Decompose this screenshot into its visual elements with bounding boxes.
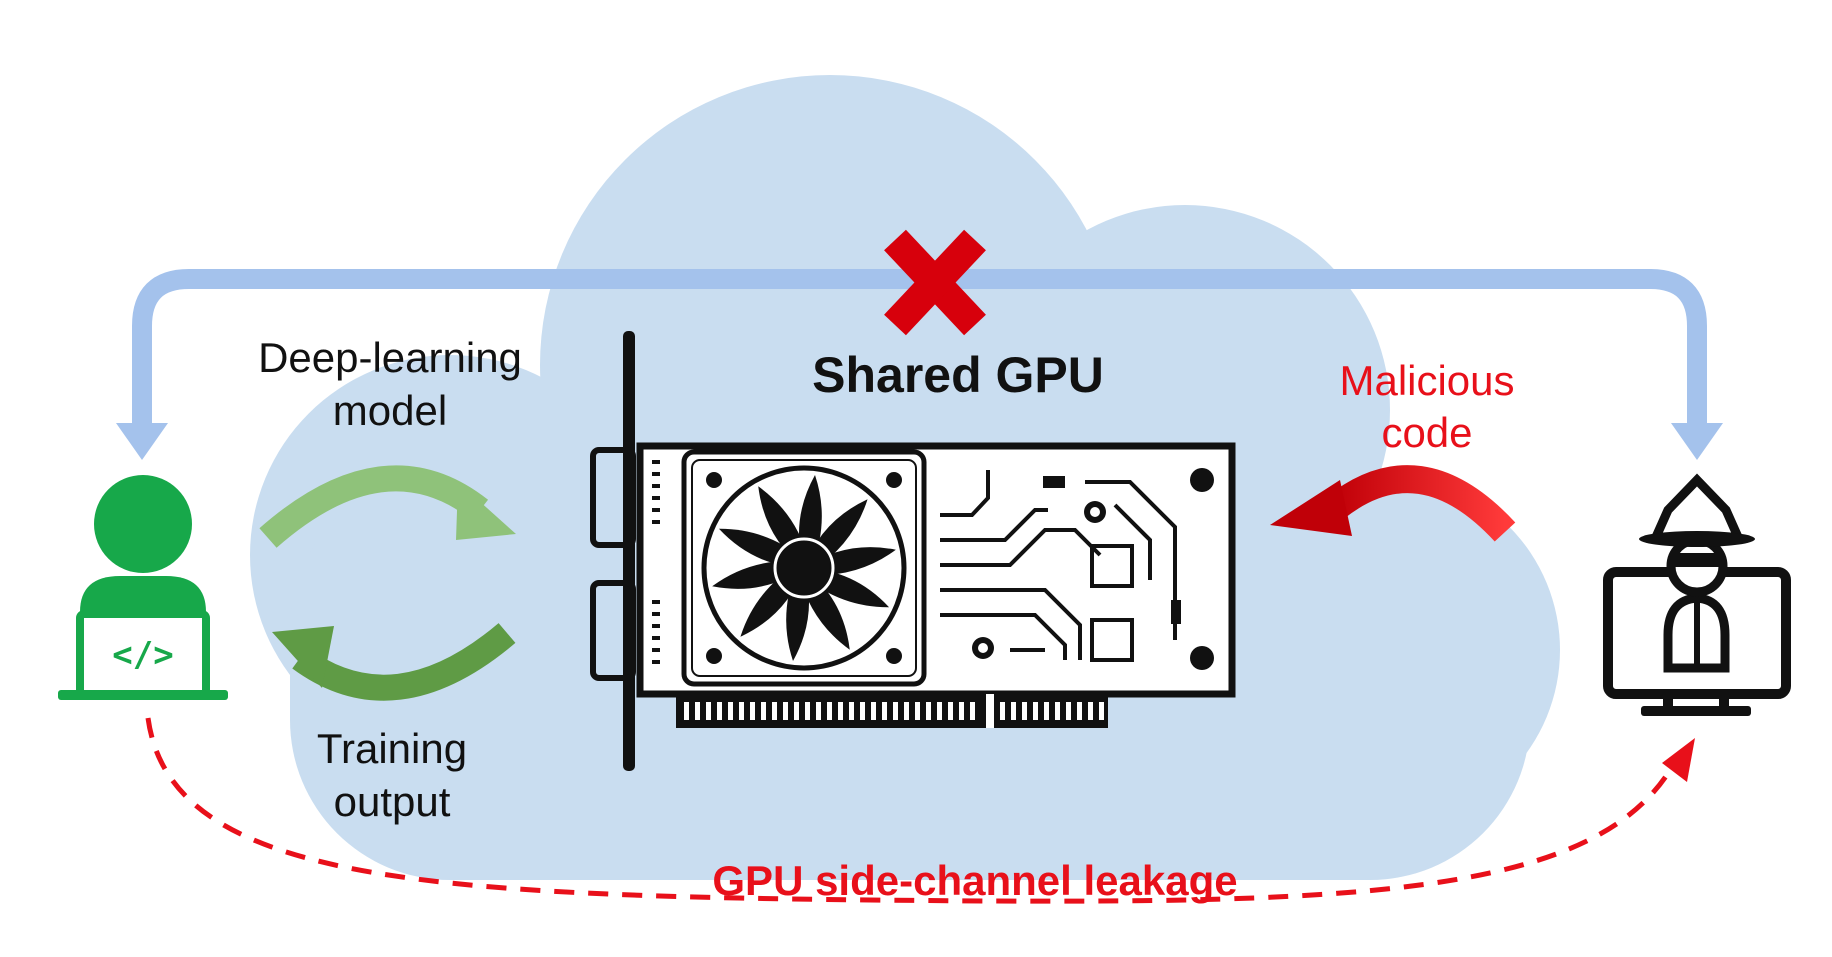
pcie-pin [827, 702, 832, 720]
pcie-pin [794, 702, 799, 720]
pcie-pin [750, 702, 755, 720]
pcie-pin [805, 702, 810, 720]
pcie-pin [849, 702, 854, 720]
deep-learning-label-line1: Deep-learning [258, 334, 522, 381]
pcie-pins [684, 702, 1104, 720]
pcie-pin [1000, 702, 1005, 720]
malicious-code-label-line2: code [1381, 409, 1472, 456]
pcie-pin [1044, 702, 1049, 720]
svg-text:</>: </> [112, 635, 173, 675]
pcie-pin [1066, 702, 1071, 720]
pcie-pin [1022, 702, 1027, 720]
pcie-pin [860, 702, 865, 720]
hacker-monitor-icon [1603, 473, 1791, 716]
pcie-pin [761, 702, 766, 720]
pcie-pin [728, 702, 733, 720]
pcie-pin [970, 702, 975, 720]
red-x-icon [884, 229, 986, 336]
pcie-pin [882, 702, 887, 720]
pcie-pin [937, 702, 942, 720]
malicious-code-label-line1: Malicious [1339, 357, 1514, 404]
pcie-pin [772, 702, 777, 720]
pcie-pin [948, 702, 953, 720]
pcie-pin [959, 702, 964, 720]
model-upload-arrow [259, 465, 516, 548]
pcie-pin [816, 702, 821, 720]
graphics-card-icon [590, 331, 1236, 771]
pcie-pin [871, 702, 876, 720]
leakage-label: GPU side-channel leakage [712, 857, 1237, 904]
pcie-pin [1077, 702, 1082, 720]
pcie-pin [717, 702, 722, 720]
pcie-pin [1033, 702, 1038, 720]
pcie-pin [739, 702, 744, 720]
developer-laptop-icon: </> [58, 475, 228, 700]
pcie-pin [1088, 702, 1093, 720]
pcie-pin [838, 702, 843, 720]
pcie-pin [706, 702, 711, 720]
pcie-pin [1099, 702, 1104, 720]
pcie-pin [695, 702, 700, 720]
pcie-pin [893, 702, 898, 720]
pcie-pin [1011, 702, 1016, 720]
deep-learning-label-line2: model [333, 387, 447, 434]
side-channel-leakage-arrow [145, 717, 1695, 904]
pcie-pin [783, 702, 788, 720]
pcie-pin [684, 702, 689, 720]
training-output-label-line2: output [334, 778, 451, 825]
pcie-pin [904, 702, 909, 720]
malicious-code-arrow [1270, 465, 1516, 542]
training-output-arrow [272, 623, 516, 701]
training-output-label-line1: Training [317, 725, 467, 772]
pcie-pin [1055, 702, 1060, 720]
shared-gpu-label: Shared GPU [812, 347, 1104, 403]
pcie-pin [926, 702, 931, 720]
pcie-pin [915, 702, 920, 720]
